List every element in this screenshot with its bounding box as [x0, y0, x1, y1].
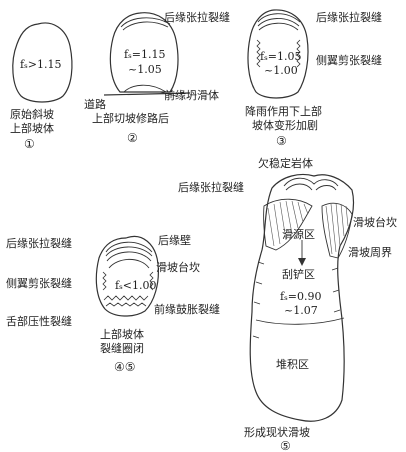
slope-outline-3 [247, 9, 309, 99]
right-scarp-5 [321, 202, 353, 259]
caption-3-line2: 坡体变形加剧 [252, 118, 318, 132]
road-label: 道路 [84, 97, 106, 111]
left-boundary-ticks [252, 261, 265, 339]
unstable-rock-crest [283, 177, 339, 187]
panel-number-2: ② [127, 131, 138, 145]
terrace-45 [108, 258, 150, 269]
rear-crack-3b [257, 18, 300, 27]
tongue-crack-45 [103, 295, 149, 301]
left-scarp-hatching [267, 200, 309, 247]
front-collapse-body [123, 84, 167, 93]
right-shear-crack-45 [149, 271, 154, 291]
right-scarp-hatching [325, 202, 349, 255]
caption-1-line1: 原始斜坡 [10, 107, 54, 121]
terrace-label-5: 滑坡台坎 [353, 215, 397, 229]
caption-1-line2: 上部坡体 [10, 121, 54, 135]
caption-5: 形成现状滑坡 [244, 425, 310, 439]
flow-arrowhead-5 [298, 258, 306, 266]
caption-45-line1: 上部坡体 [100, 327, 144, 341]
rear-crack-2b [122, 21, 169, 31]
scrape-zone-boundary [255, 317, 345, 325]
panel-5-current-landslide: 欠稳定岩体 后缘张拉裂缝 滑坡台坎 滑源区 滑坡周界 刮铲区 fₛ=0.90 ~… [178, 156, 397, 452]
caption-45-line2: 裂缝圈闭 [100, 341, 144, 355]
panel-number-3: ③ [276, 134, 287, 148]
caption-3-line1: 降雨作用下上部 [245, 104, 322, 118]
fs-value-45: fₛ<1.00 [115, 279, 157, 292]
rear-wall-label-45: 后缘壁 [158, 233, 191, 247]
rear-wall-45 [105, 241, 153, 253]
road-line [103, 92, 191, 96]
left-scarp-5 [263, 198, 313, 251]
rear-crack-5b [315, 185, 337, 191]
front-leader-2 [159, 91, 177, 97]
rear-crack-45b [106, 251, 152, 262]
rear-crack-3c [258, 22, 299, 31]
fs-value-5-line2: ~1.07 [284, 304, 318, 317]
rear-crack-45a [105, 246, 153, 257]
fs-value-2-line2: ~1.05 [128, 63, 162, 76]
slide-zone-label: 滑源区 [282, 227, 315, 241]
right-shear-crack-3 [296, 39, 301, 68]
panel-number-5: ⑤ [280, 439, 291, 452]
shear-crack-label-45: 侧翼剪张裂缝 [6, 276, 72, 290]
front-collapse-label: 前缘坍滑体 [164, 88, 219, 102]
tongue-crack-label-45: 舌部压性裂缝 [6, 314, 72, 328]
rear-crack-label-45: 后缘张拉裂缝 [6, 236, 72, 250]
left-shear-crack-45 [102, 271, 107, 291]
right-boundary-ticks [331, 267, 341, 313]
rear-crack-2 [120, 17, 171, 28]
deposit-zone-label: 堆积区 [276, 358, 309, 371]
fs-value-1: fₛ>1.15 [20, 58, 62, 71]
caption-2: 上部切坡修路后 [92, 111, 169, 125]
bulge-crack-label-45: 前缘鼓胀裂缝 [154, 302, 220, 316]
fs-value-5-line1: fₛ=0.90 [280, 290, 322, 303]
rear-crack-label-2: 后缘张拉裂缝 [164, 10, 230, 24]
slope-outline-45 [95, 235, 159, 317]
rear-crack-5a [285, 183, 313, 191]
tongue-crack-45b [105, 302, 147, 307]
panel-2-road-cut: 后缘张拉裂缝 fₛ=1.15 ~1.05 道路 前缘坍滑体 上部切坡修路后 ② [84, 10, 230, 145]
slope-outline-1 [12, 22, 73, 103]
panel-number-1: ① [24, 137, 35, 151]
panel-number-45: ④⑤ [114, 360, 136, 374]
scrape-zone-label: 刮铲区 [282, 267, 315, 281]
rear-crack-label-3: 后缘张拉裂缝 [316, 10, 382, 24]
panel-45-crack-closure: 后缘张拉裂缝 后缘壁 滑坡台坎 侧翼剪张裂缝 fₛ<1.00 舌部压性裂缝 前缘… [6, 233, 220, 374]
fs-value-2-line1: fₛ=1.15 [124, 48, 166, 61]
fs-value-3-line1: fₛ=1.05 [260, 50, 302, 63]
left-shear-crack-3 [256, 39, 261, 68]
slope-outline-2 [109, 12, 179, 93]
panel-1-original-slope: fₛ>1.15 原始斜坡 上部坡体 ① [10, 22, 73, 151]
rear-crack-label-5: 后缘张拉裂缝 [178, 180, 244, 194]
terrace-label-45: 滑坡台坎 [156, 260, 200, 274]
unstable-rock-label: 欠稳定岩体 [258, 156, 313, 170]
boundary-label-5: 滑坡周界 [348, 246, 392, 259]
rear-crack-3a [257, 13, 301, 23]
landslide-outline-5 [249, 173, 355, 422]
panel-3-rain-deformation: 后缘张拉裂缝 fₛ=1.05 ~1.00 侧翼剪张裂缝 降雨作用下上部 坡体变形… [245, 9, 382, 148]
fs-value-3-line2: ~1.00 [264, 64, 298, 77]
shear-crack-label-3: 侧翼剪张裂缝 [316, 53, 382, 67]
